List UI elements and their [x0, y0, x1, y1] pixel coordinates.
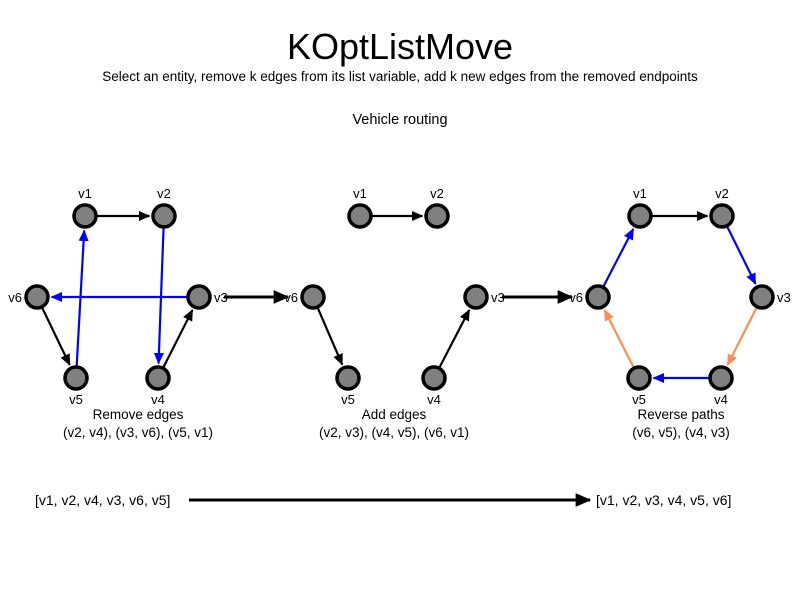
- panel-reverse-edges: [602, 210, 758, 384]
- panel-remove-node-label-v5: v5: [69, 392, 83, 407]
- panel-remove-caption-detail: (v2, v4), (v3, v6), (v5, v1): [63, 425, 213, 440]
- panel-add-edges: [316, 210, 471, 368]
- panel-add-node-v1[interactable]: [347, 203, 373, 229]
- panel-remove-edges: [41, 210, 194, 368]
- panel-add-caption-title: Add edges: [362, 407, 427, 422]
- panel-remove-node-v3[interactable]: [186, 284, 212, 310]
- before-list-text: [v1, v2, v4, v3, v6, v5]: [35, 492, 170, 508]
- panel-reverse-caption-title: Reverse paths: [637, 407, 724, 422]
- panel-add-caption: Add edges (v2, v3), (v4, v5), (v6, v1): [319, 407, 469, 440]
- panel-reverse-node-v6[interactable]: [585, 284, 611, 310]
- panel-reverse-node-label-v3: v3: [777, 290, 791, 305]
- panel-remove-node-v5[interactable]: [63, 365, 89, 391]
- panel-remove-node-v6[interactable]: [24, 284, 50, 310]
- panel-reverse-edge-v5-v6-reversed: [603, 309, 635, 368]
- panel-add: v1 v2 v3 v4 v5 v6: [284, 186, 504, 407]
- panel-reverse-node-label-v6: v6: [569, 290, 583, 305]
- panel-add-node-label-v1: v1: [353, 186, 367, 201]
- panel-add-node-label-v4: v4: [427, 392, 441, 407]
- panel-add-node-v5[interactable]: [335, 365, 361, 391]
- panel-remove-nodes: v1 v2 v3 v4 v5 v6: [8, 186, 227, 407]
- panel-add-node-label-v5: v5: [341, 392, 355, 407]
- panel-remove-edge-v5-v1-removed: [75, 229, 89, 366]
- panel-reverse-node-label-v1: v1: [633, 186, 647, 201]
- panel-reverse: v1 v2 v3 v4 v5 v6: [569, 186, 790, 407]
- panel-remove-caption: Remove edges (v2, v4), (v3, v6), (v5, v1): [63, 407, 213, 440]
- panel-remove-edge-v4-v3: [162, 309, 194, 368]
- panel-reverse-node-v4[interactable]: [708, 365, 734, 391]
- panel-add-node-label-v6: v6: [284, 290, 298, 305]
- panel-reverse-node-v1[interactable]: [627, 203, 653, 229]
- panel-reverse-node-v5[interactable]: [626, 365, 652, 391]
- panel-remove-node-v2[interactable]: [151, 203, 177, 229]
- section-label-vehicle-routing: Vehicle routing: [352, 112, 448, 128]
- panel-reverse-edge-v6-v1-added: [602, 228, 635, 287]
- panel-reverse-edge-v2-v3-added: [726, 226, 757, 285]
- panel-add-node-label-v2: v2: [430, 186, 444, 201]
- panel-captions-layer: Remove edges (v2, v4), (v3, v6), (v5, v1)…: [63, 407, 730, 440]
- panel-add-edge-v4-v3: [438, 309, 471, 368]
- page-subtitle: Select an entity, remove k edges from it…: [102, 69, 698, 84]
- panel-remove-caption-title: Remove edges: [93, 407, 184, 422]
- panel-add-node-v2[interactable]: [424, 203, 450, 229]
- panel-reverse-edge-v3-v4-reversed: [726, 307, 758, 366]
- page-title: KOptListMove: [286, 26, 514, 67]
- panel-reverse-node-label-v4: v4: [714, 392, 728, 407]
- after-list-text: [v1, v2, v3, v4, v5, v6]: [596, 492, 731, 508]
- panel-reverse-nodes: v1 v2 v3 v4 v5 v6: [569, 186, 790, 407]
- panel-add-node-v6[interactable]: [300, 284, 326, 310]
- panel-remove-node-label-v4: v4: [151, 392, 165, 407]
- panel-reverse-caption: Reverse paths (v6, v5), (v4, v3): [632, 407, 730, 440]
- panel-add-nodes: v1 v2 v3 v4 v5 v6: [284, 186, 504, 407]
- panels-layer: v1 v2 v3 v4 v5 v6 v1 v2 v3 v4 v5 v6 v1 v2 v3 v4 v5 v6: [8, 186, 790, 407]
- panel-remove-node-label-v2: v2: [157, 186, 171, 201]
- panel-add-caption-detail: (v2, v3), (v4, v5), (v6, v1): [319, 425, 469, 440]
- panel-remove-node-v1[interactable]: [72, 203, 98, 229]
- panel-remove-edge-v6-v5: [41, 307, 71, 366]
- panel-reverse-node-v2[interactable]: [709, 203, 735, 229]
- panel-reverse-node-v3[interactable]: [749, 284, 775, 310]
- panel-reverse-caption-detail: (v6, v5), (v4, v3): [632, 425, 730, 440]
- panel-remove-node-label-v6: v6: [8, 290, 22, 305]
- panel-add-node-label-v3: v3: [491, 290, 505, 305]
- panel-remove-node-v4[interactable]: [145, 365, 171, 391]
- list-transform-layer: [v1, v2, v4, v3, v6, v5] [v1, v2, v3, v4,…: [35, 492, 731, 508]
- panel-remove: v1 v2 v3 v4 v5 v6: [8, 186, 227, 407]
- panel-reverse-node-label-v2: v2: [715, 186, 729, 201]
- panel-remove-node-label-v3: v3: [214, 290, 228, 305]
- panel-add-edge-v6-v5: [316, 308, 344, 366]
- panel-add-node-v4[interactable]: [421, 365, 447, 391]
- panel-remove-node-label-v1: v1: [78, 186, 92, 201]
- panel-reverse-node-label-v5: v5: [632, 392, 646, 407]
- panel-add-node-v3[interactable]: [463, 284, 489, 310]
